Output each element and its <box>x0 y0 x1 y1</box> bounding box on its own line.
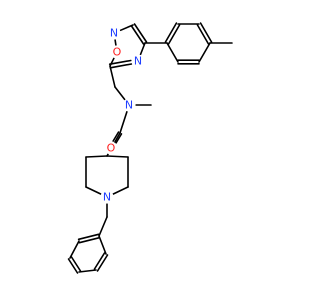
bond-23 <box>85 186 102 195</box>
bond-3-double-b <box>167 24 181 45</box>
bond-1-double-b <box>196 24 210 45</box>
atom-17-label-bg <box>104 141 118 155</box>
bond-8-double-b <box>130 25 145 45</box>
atom-14-label: N <box>125 99 133 112</box>
atom-17-label: O <box>107 142 116 155</box>
bond-18-double-b <box>115 133 123 144</box>
atom-14-label-bg <box>122 98 136 112</box>
bond-3-double-a <box>164 22 178 43</box>
bond-25 <box>85 155 108 158</box>
bond-32-double-b <box>93 252 106 270</box>
bond-17 <box>119 110 128 134</box>
atom-21-label: N <box>103 191 111 204</box>
atom-9-label: N <box>110 27 118 40</box>
atom-21-label-bg <box>100 190 114 204</box>
bond-29 <box>69 240 80 259</box>
atom-9-label-bg <box>107 26 121 40</box>
bond-33 <box>98 235 107 255</box>
bond-28-double-a <box>77 233 100 241</box>
bond-22 <box>112 186 129 195</box>
bond-6 <box>198 42 211 63</box>
atom-10-label: O <box>113 46 122 59</box>
bond-9 <box>119 24 134 32</box>
atom-11-label-bg <box>131 54 145 68</box>
bond-12-double-a <box>109 63 133 69</box>
bond-18-double-a <box>112 131 120 142</box>
bond-14 <box>109 65 116 88</box>
bond-31 <box>78 269 97 273</box>
bond-4 <box>166 42 179 63</box>
bond-30-double-b <box>70 256 82 272</box>
bond-15 <box>114 86 126 101</box>
bond-10 <box>114 39 117 46</box>
bond-20 <box>106 155 129 158</box>
bond-13 <box>139 42 146 56</box>
atom-10-label-bg <box>110 45 124 59</box>
bond-27 <box>98 216 108 237</box>
bond-1-double-a <box>199 22 213 43</box>
bond-8-double-a <box>133 23 148 43</box>
bond-28-double-b <box>78 236 101 244</box>
atom-11-label: N <box>134 55 142 68</box>
bond-12-double-b <box>108 59 132 65</box>
bond-30-double-a <box>67 258 79 274</box>
bond-32-double-a <box>96 254 109 272</box>
bond-layer <box>67 22 233 274</box>
